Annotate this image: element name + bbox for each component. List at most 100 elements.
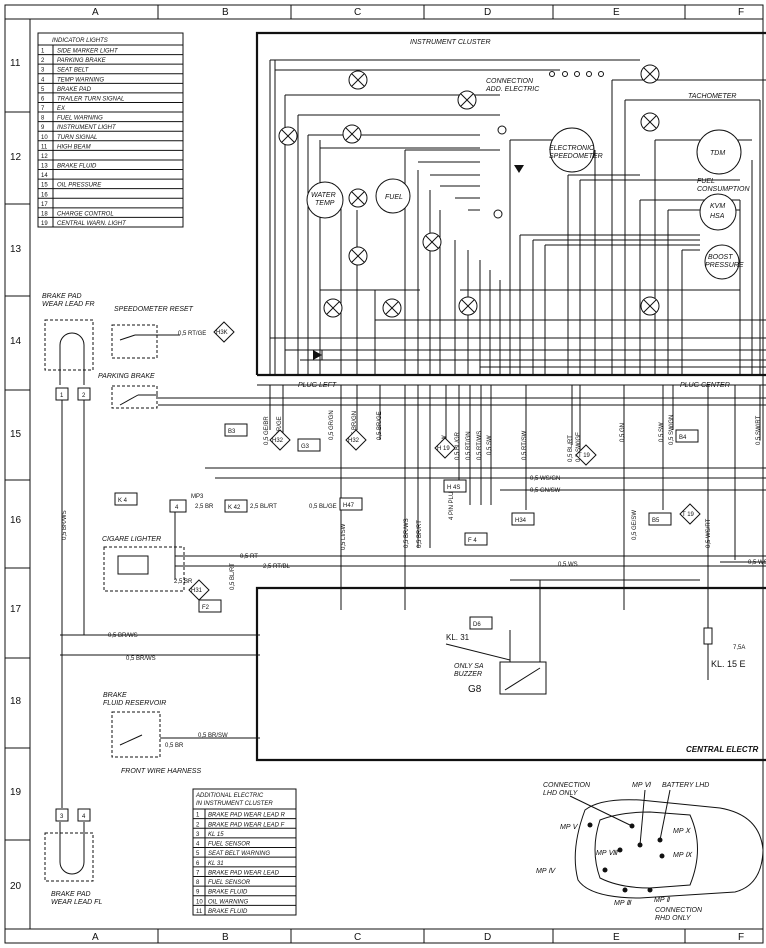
additional-number: 8 [196,880,200,886]
fuel-consumption-gauge [699,193,737,231]
parking-brake-label: PARKING BRAKE [98,373,155,380]
indicator-number: 4 [41,77,45,83]
connector-tag-label: G3 [301,444,310,450]
additional-label: KL 15 [208,832,224,838]
additional-number: 7 [196,870,200,876]
indicator-number: 5 [41,87,45,93]
wire-label-w7: 2,5 BR [195,504,214,510]
row-label-16: 16 [10,515,22,526]
wire-label-w12: 0,5 BL/GE [309,504,337,510]
wire-label-w16: 0,5 LI/SW [341,523,347,550]
col-label-a-bottom: A [92,932,99,943]
additional-label: FUEL SENSOR [208,880,251,886]
wire-label-w14: 0,5 WS/GN [530,476,560,482]
col-label-a: A [92,7,99,18]
indicator-lamp [640,296,660,316]
additional-number: 9 [196,890,200,896]
indicator-number: 16 [41,192,48,198]
col-label-e: E [613,7,620,18]
water-temp-label-1: WATER [311,192,336,199]
mp-viii-label: MP Ⅷ [596,849,618,857]
indicator-number: 11 [41,144,48,150]
additional-label: BRAKE FLUID [208,909,248,915]
wire-label-w13: 0,5 WS [558,562,578,568]
col-label-f-bottom: F [738,932,744,943]
connection-rhd-label-2: RHD ONLY [655,915,692,922]
indicator-label: PARKING BRAKE [57,58,107,64]
front-wire-harness-label: FRONT WIRE HARNESS [121,768,201,775]
additional-number: 4 [196,842,200,848]
additional-label: BRAKE PAD WEAR LEAD [208,870,280,876]
indicator-lamp [278,126,298,146]
additional-number: 10 [196,899,203,905]
add-electric-pins [549,71,604,77]
connector-tag-label: H31 [191,588,203,594]
wire-label-w27b: 0,5 SW [659,422,665,442]
boost-pressure-gauge [704,244,740,280]
additional-label: FUEL SENSOR [208,842,251,848]
mp-vi-label: MP Ⅵ [632,781,652,789]
terminal-m [497,125,507,135]
brake-pad-fl-label-1: BRAKE PAD [51,891,91,898]
indicator-label: EX [57,106,66,112]
connector-tag-label: D6 [473,622,481,628]
col-label-c: C [354,7,361,18]
boost-label-1: BOOST [708,254,733,261]
svg-text:4: 4 [175,505,179,511]
indicator-lamp [348,188,368,208]
svg-text:1: 1 [60,393,64,399]
tachometer-gauge [696,129,742,175]
connector-tag-label: H34 [515,518,527,524]
wire-label-w9: 0,5 RT [240,554,258,560]
fuel-consumption-label-1: FUEL [697,178,715,185]
connector-tag-label: T 19 [682,512,695,518]
connector-tag-label: H47 [343,503,355,509]
wire-label-w2: 0,5 BR/WS [62,510,68,540]
instrument-cluster: INSTRUMENT CLUSTER CONNECTION ADD. ELECT… [255,31,766,389]
connection-rhd-label-1: CONNECTION [655,907,703,914]
indicator-label: INSTRUMENT LIGHT [57,125,117,131]
fuel-gauge [375,178,411,214]
additional-electric-title-2: IN INSTRUMENT CLUSTER [196,801,273,807]
additional-label: SEAT BELT WARNING [208,851,270,857]
plug-left-label: PLUG LEFT [298,382,337,389]
additional-electric-title-1: ADDITIONAL ELECTRIC [195,793,264,799]
indicator-number: 13 [41,164,48,170]
grid-rows: 11 12 13 14 15 16 17 18 19 20 [5,58,30,892]
indicator-label: CENTRAL WARN. LIGHT [57,221,127,227]
indicator-number: 19 [41,221,48,227]
wire-label-w26: 0,5 GN [620,423,626,442]
connector-tag-label: H32 [348,438,360,444]
wire-label-w1: 0,5 RT/GE [178,331,206,337]
wire-label-w31: 0,5 GR/GN [329,410,335,440]
wire-label-w19: 0,5 GE/SW [632,510,638,540]
wire-label-w32: 0,5 BR/GN [352,411,358,440]
indicator-lamp [458,296,478,316]
wire-label-w34: 0,5 BL/GR [455,431,461,460]
kl15e-fuse: 7,5A KL. 15 E [703,627,746,680]
wire-label-w10: 2,5 RT/BL [263,564,291,570]
wire-label-w3: 0,5 BR/WS [108,633,138,639]
kvm-label: KVM [710,203,725,210]
connector-tag: F 4 [464,532,488,546]
car-top-view: CONNECTION LHD ONLY MP Ⅵ BATTERY LHD MP … [536,781,764,922]
water-temp-label-2: TEMP [315,200,335,207]
connector-tag-label: K 4 [118,498,128,504]
additional-number: 11 [196,909,203,915]
connection-add-electric-label-1: CONNECTION [486,78,534,85]
row-label-18: 18 [10,696,22,707]
row-label-11: 11 [10,58,21,69]
col-label-f: F [738,7,744,18]
connector-tag-label: B5 [652,518,660,524]
connector-tag-label: T 19 [578,453,591,459]
connector-tag: H 4S [443,479,467,493]
wire-label-w8: 2,5 BL/RT [250,504,277,510]
wire-label-w13b: 0,5 WS [748,560,766,566]
additional-label: BRAKE PAD WEAR LEAD R [208,813,286,819]
indicator-label: TURN SIGNAL [57,135,97,141]
wire-label-w18: 0,5 BR/RT [417,520,423,548]
mp-x-label: MP Ⅹ [673,827,691,835]
fuel-gauge-label: FUEL [385,194,403,201]
g8-label: G8 [468,684,482,695]
connector-tag: H 19 [434,437,456,459]
